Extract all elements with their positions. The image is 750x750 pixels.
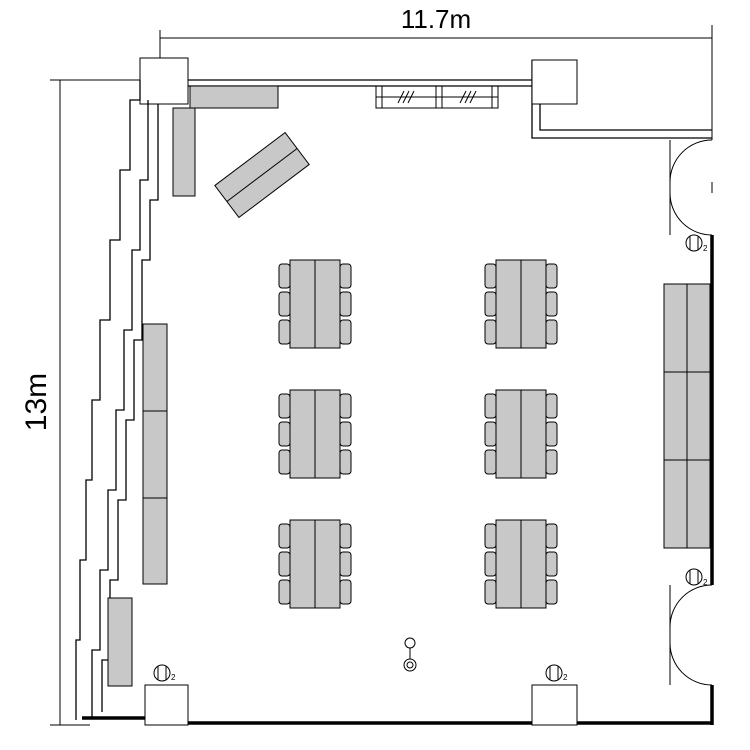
table-group xyxy=(484,259,558,349)
chair xyxy=(278,449,291,475)
chair xyxy=(339,449,352,475)
chair xyxy=(545,523,558,549)
chair xyxy=(484,449,497,475)
chair xyxy=(278,393,291,419)
table-group xyxy=(278,519,352,609)
outlet-bottom-left[interactable]: 2 xyxy=(153,664,176,682)
chair xyxy=(339,523,352,549)
chair xyxy=(545,551,558,577)
table-group xyxy=(484,519,558,609)
height-dimension: 13m xyxy=(20,79,150,726)
door-top-right[interactable] xyxy=(669,139,713,236)
table-group xyxy=(278,389,352,479)
walls xyxy=(75,57,714,726)
chair xyxy=(545,319,558,345)
chair xyxy=(339,579,352,605)
floor-outlet-icon xyxy=(403,637,417,672)
table-group xyxy=(484,389,558,479)
chair xyxy=(278,319,291,345)
chair xyxy=(339,393,352,419)
chair xyxy=(484,291,497,317)
bench-left-bottom xyxy=(107,597,133,687)
column-top-left xyxy=(139,57,189,105)
width-dimension: 11.7m xyxy=(159,4,713,140)
table-group xyxy=(278,259,352,349)
chair xyxy=(484,393,497,419)
outlet-mark: 2 xyxy=(703,578,708,587)
chair xyxy=(484,421,497,447)
chair xyxy=(545,291,558,317)
chair xyxy=(278,523,291,549)
chair xyxy=(545,263,558,289)
column-top-right xyxy=(531,59,578,105)
chair xyxy=(278,263,291,289)
top-rack xyxy=(375,85,499,109)
chair xyxy=(278,551,291,577)
outlet-bottom-right[interactable]: 2 xyxy=(545,664,568,682)
chair xyxy=(545,421,558,447)
chair xyxy=(339,291,352,317)
chair xyxy=(339,319,352,345)
outlet-mark: 2 xyxy=(171,673,176,682)
chair xyxy=(339,263,352,289)
chair xyxy=(339,421,352,447)
chair xyxy=(278,579,291,605)
chair xyxy=(484,579,497,605)
chair xyxy=(484,551,497,577)
left-cabinet xyxy=(142,323,168,585)
bench-left-top xyxy=(172,107,196,197)
chair xyxy=(278,291,291,317)
chair xyxy=(484,319,497,345)
chair xyxy=(484,263,497,289)
angled-table xyxy=(214,131,310,219)
right-cabinet xyxy=(663,283,711,549)
outlet-right-top[interactable]: 2 xyxy=(685,234,708,253)
table-groups xyxy=(278,259,558,609)
chair xyxy=(545,449,558,475)
outlet-right-bottom[interactable]: 2 xyxy=(685,568,708,587)
outlet-mark: 2 xyxy=(703,244,708,253)
furniture xyxy=(107,85,711,687)
chair xyxy=(545,579,558,605)
height-label: 13m xyxy=(20,373,53,431)
chair xyxy=(484,523,497,549)
column-bottom-right xyxy=(531,684,578,726)
door-bottom-right[interactable] xyxy=(669,584,713,686)
width-label: 11.7m xyxy=(401,4,471,34)
chair xyxy=(339,551,352,577)
bench-top xyxy=(189,85,279,109)
column-bottom-left xyxy=(144,684,189,726)
chair xyxy=(545,393,558,419)
chair xyxy=(278,421,291,447)
outlet-mark: 2 xyxy=(563,673,568,682)
